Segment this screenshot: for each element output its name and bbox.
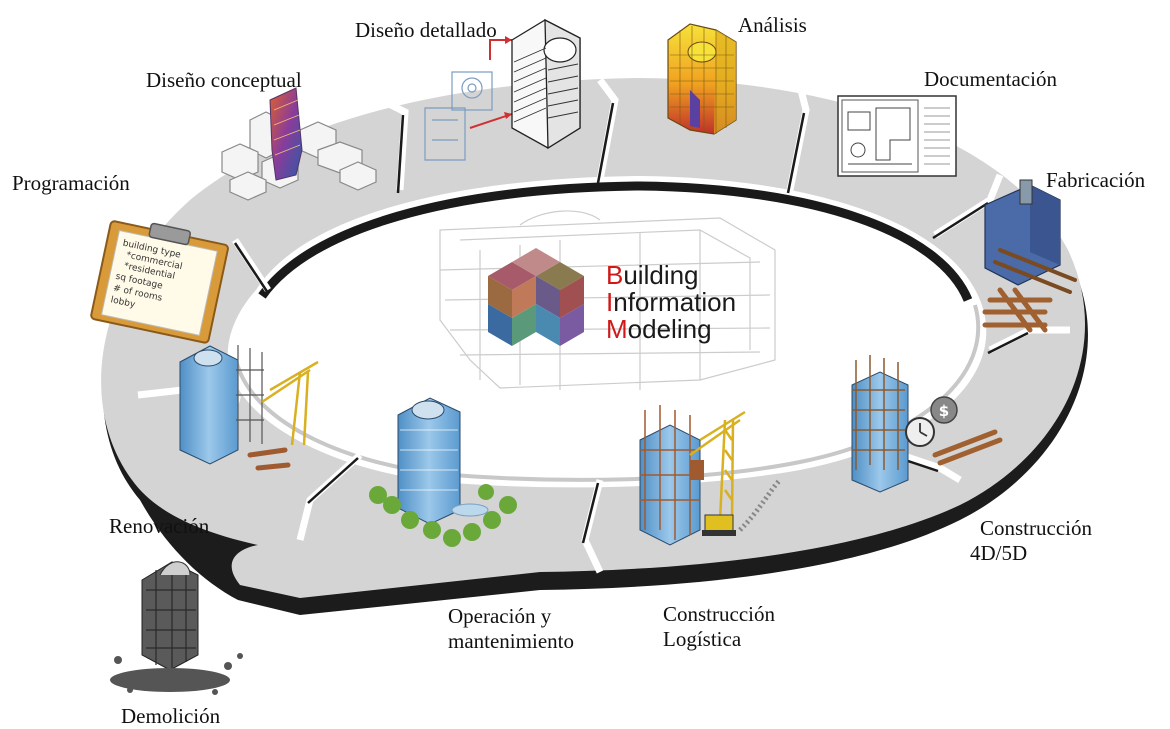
operation-maintenance-icon [369,397,517,547]
dollar-icon: $ [930,396,958,424]
documentation-sheet-icon [837,95,957,177]
crane-icon [261,360,319,446]
bim-word-rest: odeling [627,314,712,344]
svg-text:$: $ [939,402,949,420]
excavator-icon [702,514,736,536]
stage-label-programacion: Programación [12,171,130,195]
demolition-icon [110,561,243,695]
lumber-pile-icon [982,287,1053,333]
stage-label-line: mantenimiento [448,629,574,653]
bim-cube-icon [488,248,584,346]
bim-word-rest: nformation [613,287,737,317]
analysis-heatmap-icon [667,23,737,135]
bim-title-line: Information [606,289,736,316]
stage-label-line: 4D/5D [970,541,1028,565]
bim-title-line: Modeling [606,316,736,343]
stage-label-construccion-logistica: Construcción Logística [663,602,775,652]
bim-title-line: Building [606,262,736,289]
bim-initial: M [606,314,628,344]
stage-label-documentacion: Documentación [924,67,1057,91]
stage-label-renovacion: Renovación [109,514,210,538]
conceptual-massing-icon [221,87,377,201]
stage-label-line: Operación y [448,604,552,628]
crane-icon [689,410,746,521]
ring-inner-rim [258,181,973,302]
tree-icon [369,484,517,547]
stage-label-fabricacion: Fabricación [1046,168,1146,192]
fabrication-machine-icon [982,179,1077,333]
lumber-pile-icon [932,429,1003,466]
arrow-icon [469,113,513,129]
clipboard-icon: building type *commercial *residential s… [90,220,229,344]
stage-label-line: Logística [663,627,742,651]
construction-logistics-icon [639,405,782,546]
bim-initial: B [606,260,624,290]
arrow-icon [489,39,512,60]
stage-label-line: Construcción [980,516,1092,540]
stage-label-diseno-detallado: Diseño detallado [355,18,497,42]
stage-label-demolicion: Demolición [121,704,221,728]
detailed-design-icon [424,18,581,161]
construction-4d5d-icon: $ [851,355,1003,493]
clock-icon [905,417,935,447]
stage-label-construccion-4d5d: Construcción 4D/5D [966,516,1106,566]
stage-label-line: Construcción [663,602,775,626]
stage-label-diseno-conceptual: Diseño conceptual [146,68,302,92]
stage-label-operacion: Operación y mantenimiento [448,604,574,654]
renovation-icon [179,345,319,471]
bim-title: Building Information Modeling [606,262,736,343]
bim-word-rest: uilding [623,260,699,290]
bim-center-model [439,210,776,390]
bim-initial: I [606,287,614,317]
lumber-pile-icon [247,447,291,471]
stage-label-analisis: Análisis [738,13,807,37]
